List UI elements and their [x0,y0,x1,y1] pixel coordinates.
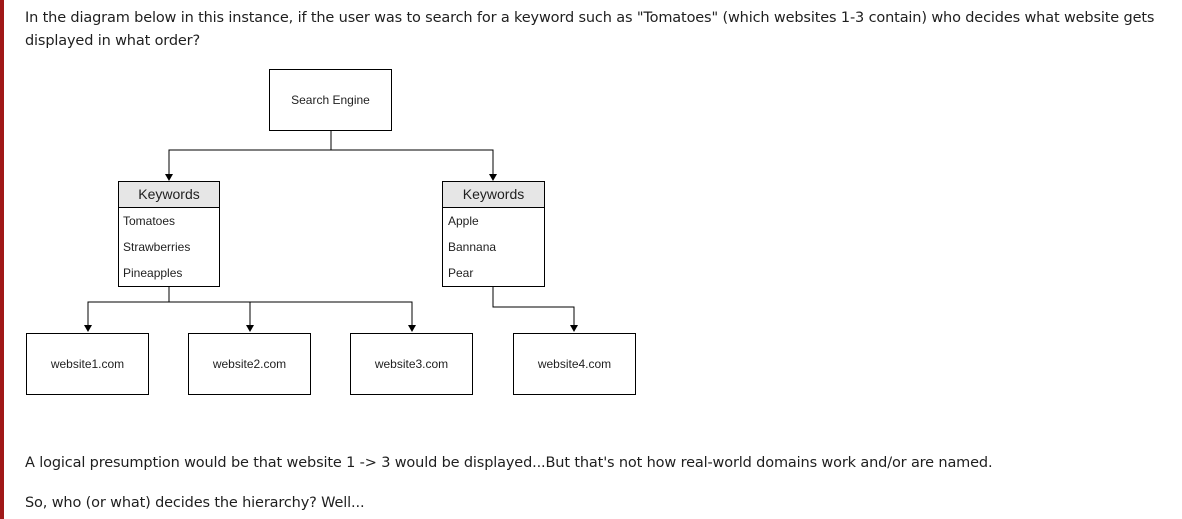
search-engine-label: Search Engine [291,93,370,107]
keyword-item: Strawberries [123,240,190,254]
website-label: website1.com [50,357,124,371]
keyword-item: Pear [448,266,473,280]
keywords-header: Keywords [138,186,199,202]
keywords-table-1: Keywords Tomatoes Strawberries Pineapple… [118,181,220,287]
website-node-4: website4.com [513,333,636,395]
keyword-item: Apple [448,214,479,228]
keywords-header: Keywords [463,186,524,202]
website-node-1: website1.com [26,333,149,395]
website-label: website2.com [212,357,286,371]
connector-lines [87,130,575,326]
website-node-2: website2.com [188,333,311,395]
presumption-paragraph: A logical presumption would be that webs… [25,455,993,471]
search-engine-node: Search Engine [269,69,392,131]
keyword-item: Tomatoes [123,214,175,228]
intro-paragraph: In the diagram below in this instance, i… [25,10,1155,49]
website-label: website3.com [374,357,448,371]
keywords-table-2: Keywords Apple Bannana Pear [442,181,545,287]
arrowheads [84,174,578,332]
keyword-item: Pineapples [123,266,182,280]
website-node-3: website3.com [350,333,473,395]
website-label: website4.com [537,357,611,371]
keyword-item: Bannana [448,240,496,254]
left-accent-bar [0,0,4,519]
hierarchy-question-paragraph: So, who (or what) decides the hierarchy?… [25,495,365,511]
